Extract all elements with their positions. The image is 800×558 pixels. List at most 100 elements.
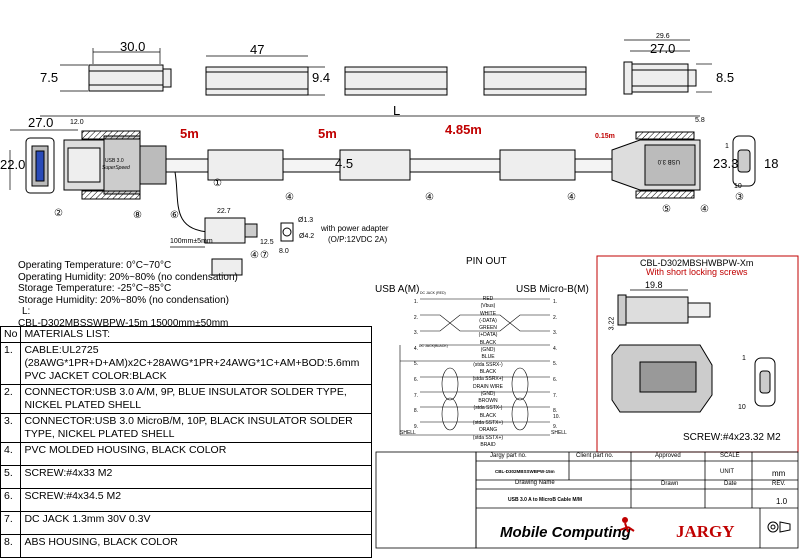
dim-4-5: 4.5 [335, 156, 354, 171]
op-humidity: Operating Humidity: 20%~80% (no condensa… [18, 271, 238, 283]
tb-scale: SCALE [720, 453, 740, 459]
callout-5: ⑤ [662, 204, 671, 215]
callout-4d: ④ [700, 204, 709, 215]
variant-pin-1: 1 [742, 355, 746, 362]
row-text: CABLE:UL2725 (28AWG*1PR+D+AM)x2C+28AWG*1… [20, 342, 372, 385]
pin-10-label: 10 [734, 183, 742, 190]
dc-jack-lead [170, 217, 294, 276]
variant-pin-10: 10 [738, 404, 746, 411]
tb-drawn: Drawn [661, 481, 679, 487]
op-temp: Operating Temperature: 0°C~70°C [18, 260, 172, 271]
callout-3: ③ [735, 192, 744, 203]
pinout-wiring [399, 298, 550, 436]
adapter-title: with power adapter [321, 224, 389, 233]
table-row: 3.CONNECTOR:USB 3.0 MicroB/M, 10P, BLACK… [0, 413, 372, 443]
table-row: 2.CONNECTOR:USB 3.0 A/M, 9P, BLUE INSULA… [0, 384, 372, 414]
len-4-85m: 4.85m [445, 122, 482, 137]
callout-6: ⑥ [170, 210, 179, 221]
top-housing-3 [483, 66, 587, 96]
signal: (+DATA) [478, 332, 498, 339]
row-text: ABS HOUSING, BLACK COLOR [20, 534, 372, 558]
dim-7-5: 7.5 [40, 70, 59, 85]
table-row: 5.SCREW:#4x33 M2 [0, 465, 372, 489]
top-housing-1 [205, 55, 325, 96]
table-row: 6.SCREW:#4x34.5 M2 [0, 488, 372, 512]
right-pin: 3. [553, 330, 558, 337]
left-pin: 5. [413, 361, 418, 368]
dim-22-7: 22.7 [217, 208, 231, 215]
row-no: 2. [0, 384, 22, 414]
signal: BLACK [479, 412, 497, 419]
pin-1-label: 1 [725, 143, 729, 150]
pinout-right-title: USB Micro-B(M) [516, 284, 589, 295]
callout-8: ⑧ [133, 210, 142, 221]
top-usb-a-view [60, 48, 172, 92]
dim-27-0b: 27.0 [650, 41, 676, 56]
dim-dia-4-2: Ø4.2 [299, 233, 315, 240]
cable-body [165, 149, 621, 233]
left-pin: 9. [413, 423, 418, 430]
callout-2: ② [54, 208, 63, 219]
table-row: 8.ABS HOUSING, BLACK COLOR [0, 534, 372, 558]
row-no: 1. [0, 342, 22, 385]
signal: BROWN [478, 398, 498, 405]
variant-iso-view [611, 344, 776, 413]
signal: (stda SSTX+) [472, 434, 504, 441]
left-pin: 4. [413, 345, 418, 352]
signal: ORANG [478, 427, 498, 434]
callout-4e: ④ [250, 250, 259, 261]
tb-drawing-name: Drawing Name [515, 480, 555, 486]
spec-block: Operating Temperature: 0°C~70°C Operatin… [18, 260, 238, 329]
signal: RED [482, 296, 494, 302]
mobile-computing-logo: Mobile Computing [500, 517, 635, 541]
signal-list: RED (Vbus) WHITE (-DATA) GREEN (+DATA) B… [470, 296, 506, 449]
top-microb-view [623, 39, 712, 95]
tb-unit-label: UNIT [720, 469, 734, 475]
plug-text-superspeed: SuperSpeed [102, 165, 130, 171]
right-pin: 2. [553, 314, 558, 321]
dc-red-label: DC JACK (RED) [420, 291, 446, 295]
row-no: 3. [0, 413, 22, 443]
dim-22-0: 22.0 [0, 157, 26, 172]
tb-client-no-label: Client part no. [576, 453, 614, 459]
left-shell: SHELL [400, 430, 416, 436]
right-pin: 5. [553, 361, 558, 368]
left-pin: 8. [413, 408, 418, 415]
right-pin-list: 1. 2. 3. 4. 5. 6. 7. 8. 9. [553, 295, 557, 435]
left-pin: 1. [413, 299, 418, 305]
right-shell: SHELL [551, 430, 567, 436]
callout-4b: ④ [425, 192, 434, 203]
variant-title: CBL-D302MBSHWBPW-Xm [640, 258, 754, 268]
plug-text-usb: USB 3.0 [105, 158, 124, 164]
signal: BRAID [480, 441, 496, 448]
dim-30: 30.0 [120, 39, 146, 54]
signal: (stda SSRX-) [473, 361, 503, 368]
row-no: 8. [0, 534, 22, 558]
tb-rev-label: REV. [772, 481, 786, 487]
adapter-spec: (O/P:12VDC 2A) [328, 235, 388, 244]
signal: (GND) [480, 390, 496, 397]
dim-23-3: 23.3 [713, 156, 739, 171]
variant-subtitle: With short locking screws [646, 267, 748, 277]
len-5m-a: 5m [180, 126, 199, 141]
table-row: 4.PVC MOLDED HOUSING, BLACK COLOR [0, 442, 372, 466]
dim-12-5: 12.5 [260, 239, 274, 246]
brand-text-2: JARGY [676, 522, 735, 541]
row-text: CONNECTOR:USB 3.0 MicroB/M, 10P, BLACK I… [20, 413, 372, 443]
right-pin: 9. [553, 423, 558, 430]
part-length: CBL-D302MBSSWBPW-15m 15000mm±50mm [18, 317, 229, 329]
header-title: MATERIALS LIST: [20, 326, 372, 343]
right-pin: 6. [553, 376, 558, 383]
tb-desc: USB 3.0 A to MicroB Cable M/M [508, 497, 583, 503]
right-pin: 4. [553, 345, 558, 352]
signal: (stda SSTX-) [473, 405, 503, 412]
signal: (stda SSRX+) [472, 376, 504, 383]
left-pin: 3. [413, 330, 418, 337]
len-0-15m: 0.15m [595, 133, 615, 140]
callout-1: ① [213, 178, 222, 189]
len-5m-b: 5m [318, 126, 337, 141]
row-text: PVC MOLDED HOUSING, BLACK COLOR [20, 442, 372, 466]
row-no: 4. [0, 442, 22, 466]
